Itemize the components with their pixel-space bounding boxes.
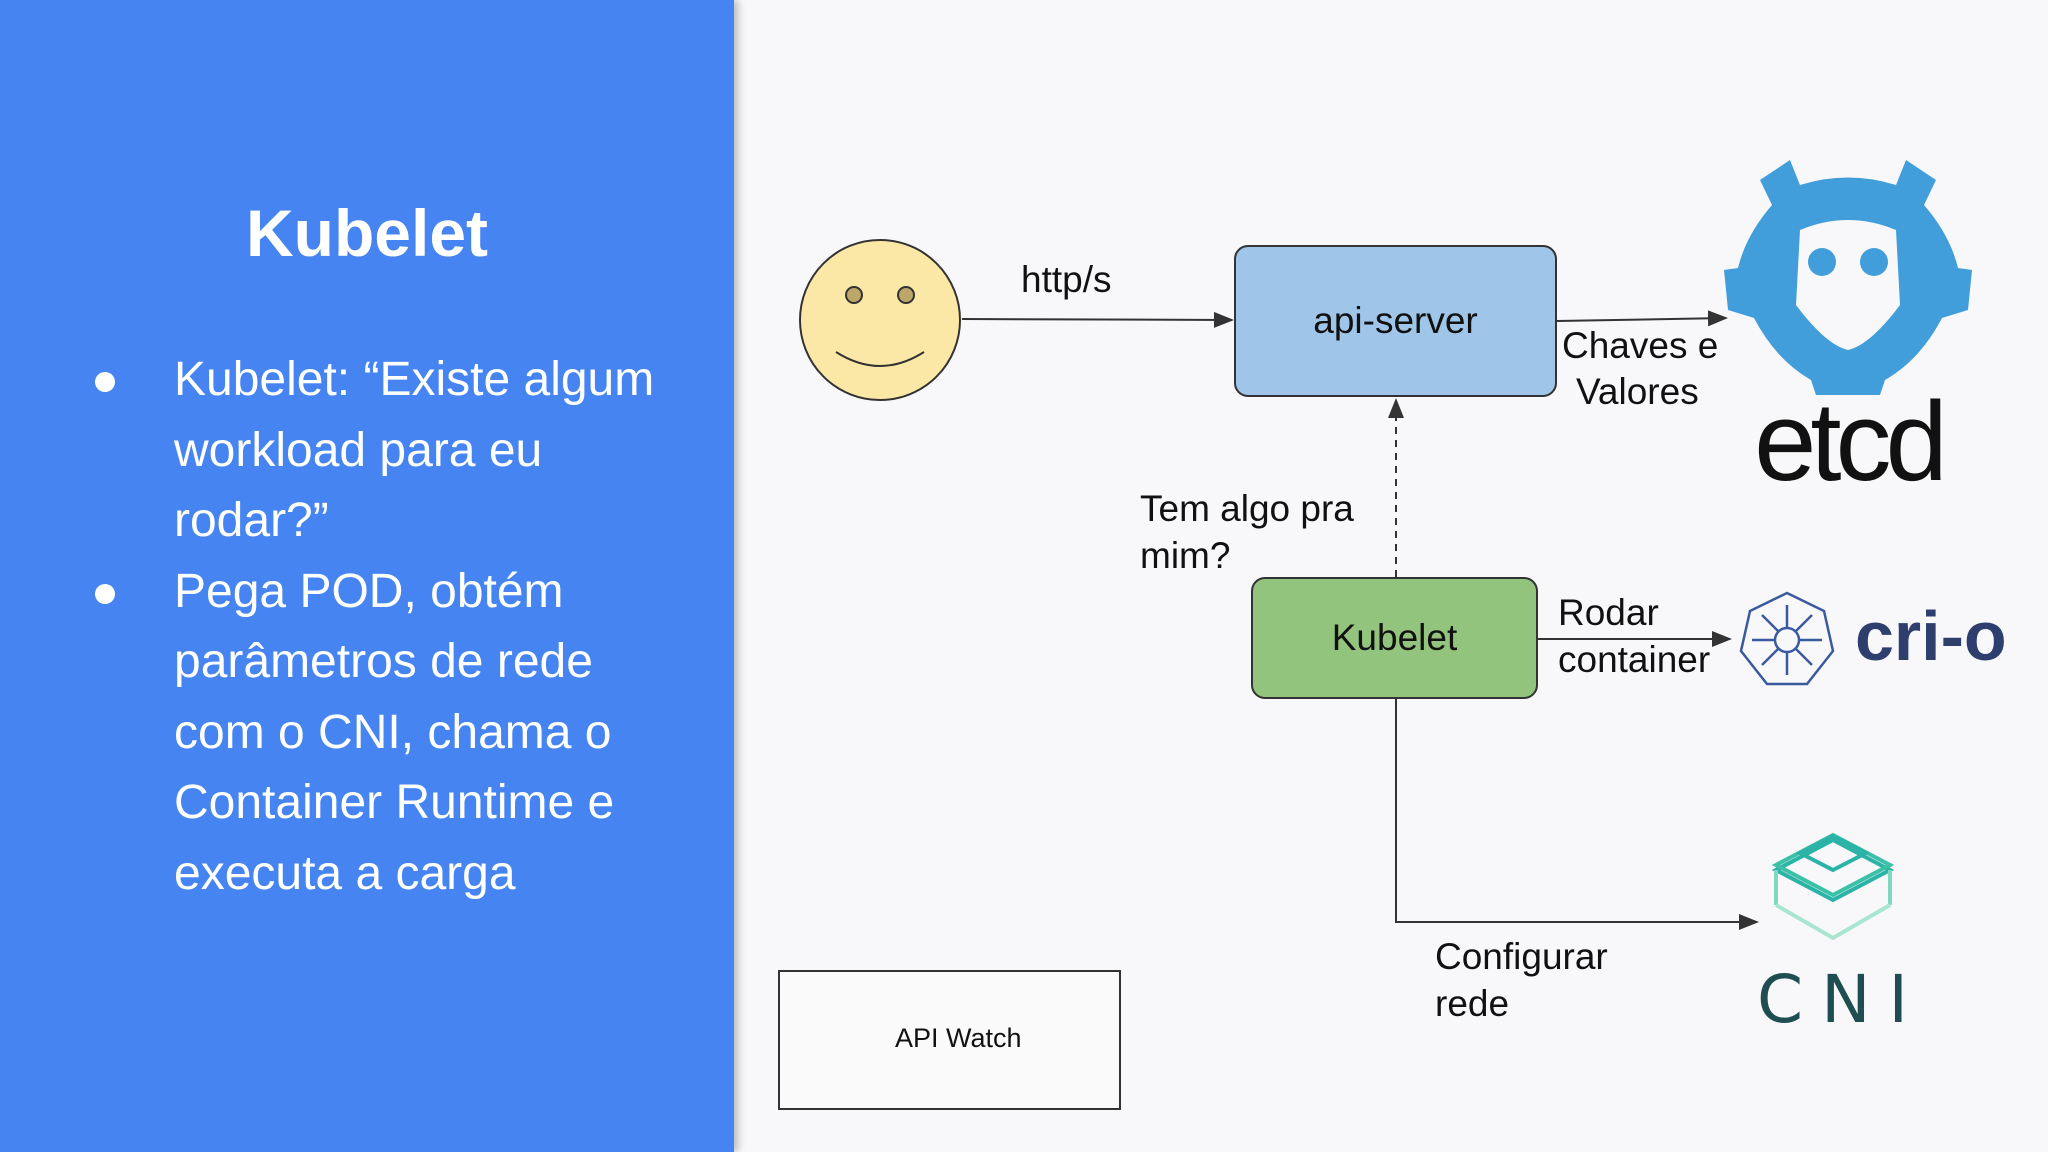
bullet-dot-icon (95, 372, 115, 392)
cni-logo-text: CNI (1757, 961, 1926, 1038)
kv-label-line1: Chaves e (1562, 325, 1719, 366)
cni-logo-icon (1771, 832, 1895, 941)
network-label-line1: Configurar (1435, 936, 1608, 977)
network-label-line2: rede (1435, 983, 1510, 1024)
run-label-line1: Rodar (1558, 592, 1659, 633)
legend-label: API Watch (895, 1023, 1022, 1053)
http-arrow (961, 311, 1234, 328)
bullet-list: Kubelet: “Existe algum workload para eu … (0, 345, 734, 909)
bullet-text: Kubelet: “Existe algum workload para eu … (174, 353, 655, 547)
bullet-dot-icon (95, 583, 115, 604)
kubelet-box: Kubelet (1251, 577, 1538, 699)
api-server-label: api-server (1313, 300, 1478, 341)
cni-arrow (1395, 699, 1759, 930)
etcd-arrow (1556, 310, 1728, 327)
bullet-item: Pega POD, obtém parâmetros de rede com o… (0, 557, 674, 910)
run-label-line2: container (1558, 639, 1711, 680)
question-label-line2: mim? (1140, 535, 1231, 576)
kubelet-label: Kubelet (1331, 617, 1458, 658)
etcd-gear-icon (1724, 160, 1972, 395)
question-label-line1: Tem algo pra (1140, 488, 1354, 529)
crio-snowflake-icon (1739, 591, 1835, 686)
bullet-item: Kubelet: “Existe algum workload para eu … (0, 345, 674, 557)
etcd-logo-text: etcd (1754, 379, 1942, 504)
kv-label-line2: Valores (1576, 371, 1699, 412)
bullet-text: Pega POD, obtém parâmetros de rede com o… (174, 564, 615, 900)
http-label: http/s (1021, 259, 1112, 300)
legend-box (778, 970, 1121, 1110)
slide-title: Kubelet (245, 196, 489, 270)
crio-logo-text: cri-o (1855, 597, 2007, 675)
smiley-face-icon (799, 239, 961, 401)
api-server-box: api-server (1234, 245, 1557, 397)
left-panel: Kubelet Kubelet: “Existe algum workload … (0, 0, 734, 1152)
